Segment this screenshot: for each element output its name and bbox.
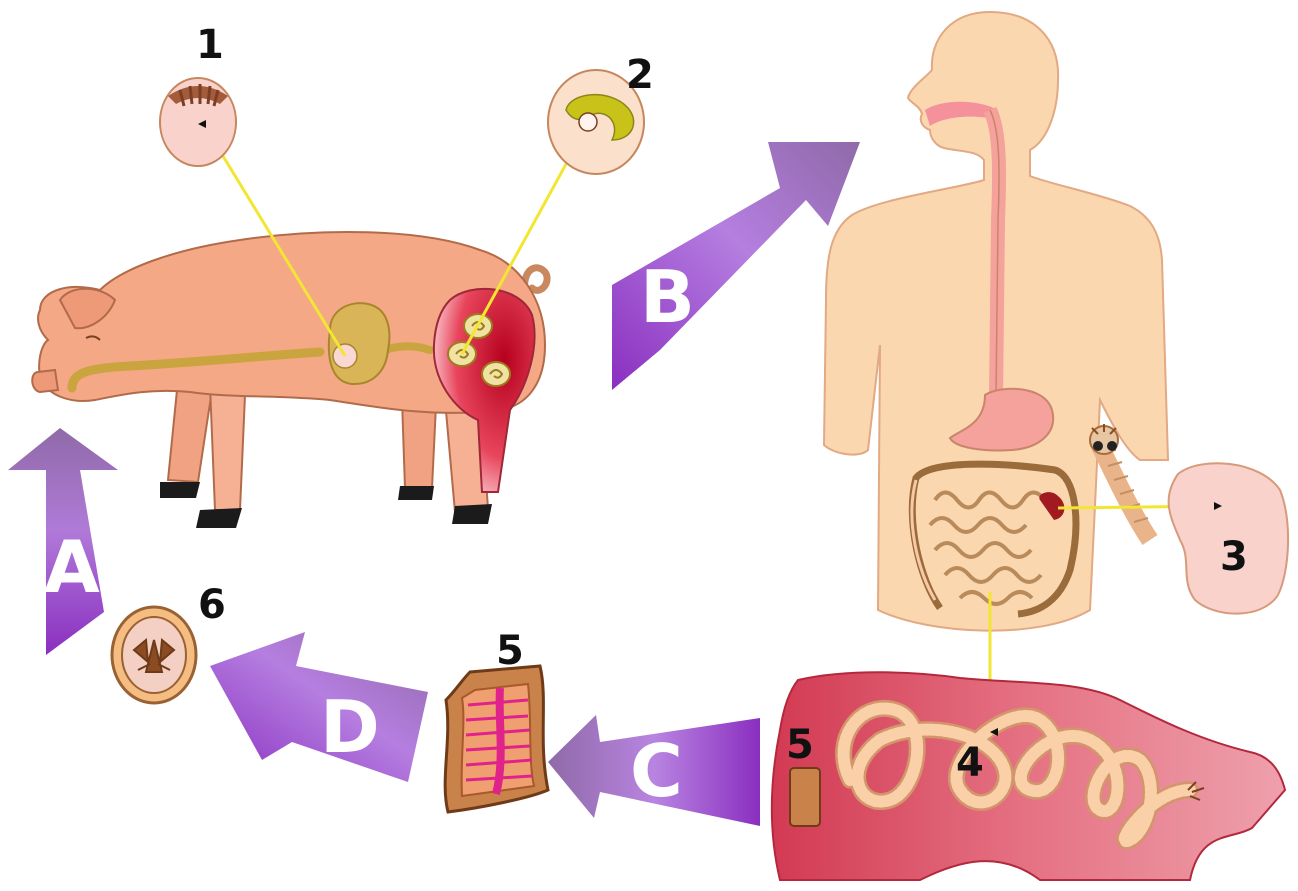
label-stage-5-intestine: 5 <box>786 722 814 768</box>
arrow-c: C <box>548 715 760 826</box>
human-body <box>824 12 1168 631</box>
arrow-b: B <box>612 142 860 390</box>
label-stage-2: 2 <box>626 52 654 98</box>
egg-icon <box>112 607 196 703</box>
label-stage-4: 4 <box>956 740 984 786</box>
intestine-segment <box>772 672 1285 880</box>
arrow-b-label: B <box>640 255 695 339</box>
arrow-a-label: A <box>44 525 100 609</box>
label-stage-3: 3 <box>1220 534 1248 580</box>
arrow-a: A <box>8 428 118 655</box>
pig <box>32 232 547 528</box>
gravid-proglottid-icon <box>445 666 548 812</box>
label-stage-6: 6 <box>198 582 226 628</box>
arrow-d-label: D <box>320 685 380 769</box>
oncosphere-icon <box>160 78 236 166</box>
arrow-c-label: C <box>630 729 683 813</box>
label-stage-1: 1 <box>196 22 224 68</box>
gravid-proglottid-small <box>790 768 820 826</box>
label-stage-5-proglottid: 5 <box>496 628 524 674</box>
arrow-d: D <box>210 632 428 782</box>
